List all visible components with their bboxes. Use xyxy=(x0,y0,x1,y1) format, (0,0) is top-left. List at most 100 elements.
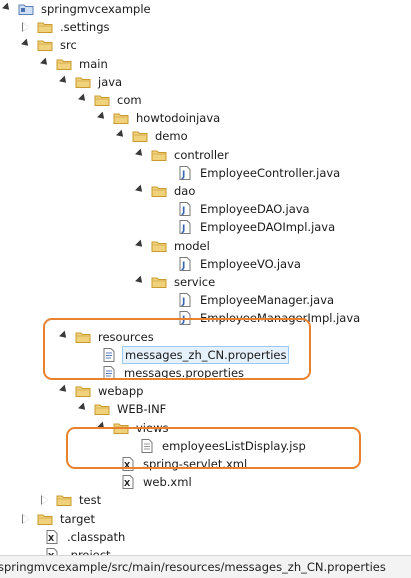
tree-item-main[interactable]: main xyxy=(40,55,110,73)
tree-item-label: .settings xyxy=(60,20,110,35)
collapsed-arrow-icon[interactable] xyxy=(22,22,29,33)
tree-item-label: web.xml xyxy=(143,475,192,490)
tree-item-com[interactable]: com xyxy=(78,91,144,109)
xml-file-icon: X xyxy=(44,548,60,555)
tree-item-classpath[interactable]: X .classpath xyxy=(22,528,127,546)
project-icon xyxy=(18,2,34,16)
xml-file-icon: X xyxy=(120,457,136,471)
tree-item-src[interactable]: src xyxy=(21,36,79,54)
tree-item-label: com xyxy=(117,93,142,107)
status-path: springmvcexample/src/main/resources/mess… xyxy=(0,560,386,574)
tree-item-views[interactable]: views xyxy=(97,419,170,437)
svg-text:X: X xyxy=(48,552,55,555)
folder-icon xyxy=(151,148,167,162)
tree-item-label: main xyxy=(79,56,108,71)
tree-item-label: messages_zh_CN.properties xyxy=(122,345,290,364)
jsp-file-icon xyxy=(139,438,155,453)
svg-text:X: X xyxy=(48,534,55,543)
folder-icon xyxy=(94,402,110,416)
tree-item-label: EmployeeManagerImpl.java xyxy=(200,311,361,326)
expanded-arrow-icon[interactable] xyxy=(59,75,69,86)
svg-text:J: J xyxy=(181,261,185,271)
expanded-arrow-icon[interactable] xyxy=(21,39,31,49)
collapsed-arrow-icon[interactable] xyxy=(22,513,29,524)
status-bar: springmvcexample/src/main/resources/mess… xyxy=(0,555,411,578)
folder-icon xyxy=(151,184,167,198)
tree-item-label: WEB-INF xyxy=(117,402,167,417)
tree-item-service[interactable]: service xyxy=(135,273,217,291)
folder-icon xyxy=(94,93,110,107)
expanded-arrow-icon[interactable] xyxy=(59,384,69,395)
expanded-arrow-icon[interactable] xyxy=(135,148,145,159)
tree-item-controller[interactable]: controller xyxy=(135,146,231,164)
folder-icon xyxy=(151,239,167,253)
expanded-arrow-icon[interactable] xyxy=(135,275,145,286)
tree-item-label: messages.properties xyxy=(124,366,245,380)
folder-icon xyxy=(113,111,129,125)
expanded-arrow-icon[interactable] xyxy=(40,57,50,68)
folder-icon xyxy=(132,129,148,143)
svg-text:J: J xyxy=(181,315,185,325)
tree-item-howtodoinjava[interactable]: howtodoinjava xyxy=(97,109,222,127)
tree-item-label: EmployeeManager.java xyxy=(200,293,335,308)
tree-item-resources[interactable]: resources xyxy=(59,328,156,346)
tree-item-springmvcexample[interactable]: springmvcexample xyxy=(2,0,153,18)
tree-item-settings[interactable]: .settings xyxy=(22,18,112,36)
java-file-icon: J xyxy=(177,220,193,235)
tree-item-dao[interactable]: dao xyxy=(135,182,197,200)
tree-item-target[interactable]: target xyxy=(22,510,97,528)
tree-item-messages-properties[interactable]: messages.properties xyxy=(79,364,246,382)
expanded-arrow-icon[interactable] xyxy=(116,130,126,140)
tree-item-web-inf[interactable]: WEB-INF xyxy=(78,400,168,418)
tree-item-label: .classpath xyxy=(67,529,126,544)
properties-file-icon xyxy=(101,347,117,362)
svg-text:J: J xyxy=(181,297,185,307)
tree-item-webapp[interactable]: webapp xyxy=(59,382,145,400)
tree-item-label: model xyxy=(174,238,210,253)
folder-icon xyxy=(37,38,53,52)
svg-text:X: X xyxy=(124,479,131,488)
tree-item-model[interactable]: model xyxy=(135,237,212,255)
expanded-arrow-icon[interactable] xyxy=(59,330,69,341)
tree-item-label: employeesListDisplay.jsp xyxy=(162,438,306,453)
folder-icon xyxy=(75,330,91,344)
tree-item-demo[interactable]: demo xyxy=(116,127,190,145)
expanded-arrow-icon[interactable] xyxy=(135,184,145,195)
folder-icon xyxy=(56,57,72,71)
expanded-arrow-icon[interactable] xyxy=(2,2,12,13)
tree-item-label: springmvcexample xyxy=(41,2,151,16)
tree-item-test[interactable]: test xyxy=(41,491,103,509)
collapsed-arrow-icon[interactable] xyxy=(41,495,48,506)
tree-item-employeedao-java[interactable]: J EmployeeDAO.java xyxy=(155,200,312,218)
tree-item-label: spring-servlet.xml xyxy=(143,457,248,471)
svg-text:X: X xyxy=(124,461,131,470)
tree-item-messages-zh-cn-properties[interactable]: messages_zh_CN.properties xyxy=(79,345,290,364)
tree-item-label: webapp xyxy=(98,384,144,399)
expanded-arrow-icon[interactable] xyxy=(135,239,145,250)
expanded-arrow-icon[interactable] xyxy=(97,421,107,432)
svg-text:J: J xyxy=(181,224,185,234)
folder-icon xyxy=(113,421,129,435)
tree-item-employeemanager-java[interactable]: J EmployeeManager.java xyxy=(155,291,336,309)
tree-item-project[interactable]: X.project xyxy=(22,546,113,555)
tree-item-label: demo xyxy=(155,129,188,144)
expanded-arrow-icon[interactable] xyxy=(78,93,88,104)
tree-item-employeemanagerimpl-java[interactable]: J EmployeeManagerImpl.java xyxy=(155,309,362,327)
expanded-arrow-icon[interactable] xyxy=(97,111,107,122)
project-explorer-tree: springmvcexample .settings src main java… xyxy=(2,0,362,555)
java-file-icon: J xyxy=(177,256,193,271)
java-file-icon: J xyxy=(177,202,193,217)
tree-item-java[interactable]: java xyxy=(59,73,124,91)
tree-item-label: howtodoinjava xyxy=(136,111,221,126)
tree-item-label: resources xyxy=(98,329,154,344)
java-file-icon: J xyxy=(177,311,193,326)
tree-item-label: test xyxy=(79,493,102,508)
tree-item-label: EmployeeDAO.java xyxy=(200,202,310,217)
expanded-arrow-icon[interactable] xyxy=(78,403,88,413)
tree-item-employeeslistdisplay-jsp[interactable]: employeesListDisplay.jsp xyxy=(117,437,308,455)
